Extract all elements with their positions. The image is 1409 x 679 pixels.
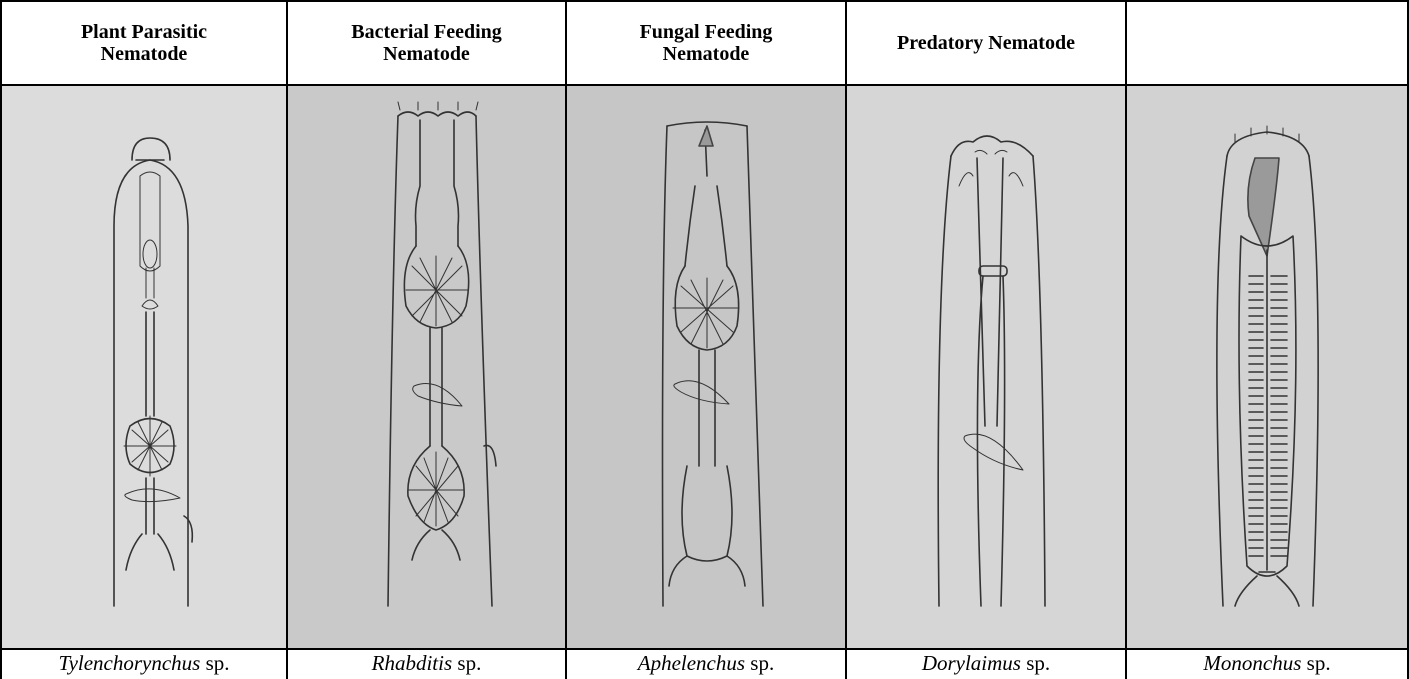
drawing-mononchus bbox=[1127, 86, 1407, 648]
drawing-tylenchorynchus bbox=[2, 86, 286, 648]
drawing-aphelenchus bbox=[567, 86, 845, 648]
caption-dorylaimus: Dorylaimus sp. bbox=[847, 650, 1125, 679]
caption-mononchus: Mononchus sp. bbox=[1127, 650, 1407, 679]
caption-tylenchorynchus: Tylenchorynchus sp. bbox=[2, 650, 286, 679]
header-empty bbox=[1127, 2, 1407, 84]
caption-rhabditis: Rhabditis sp. bbox=[288, 650, 565, 679]
drawing-rhabditis bbox=[288, 86, 565, 648]
caption-aphelenchus: Aphelenchus sp. bbox=[567, 650, 845, 679]
header-predatory: Predatory Nematode bbox=[847, 2, 1125, 84]
drawing-dorylaimus bbox=[847, 86, 1125, 648]
